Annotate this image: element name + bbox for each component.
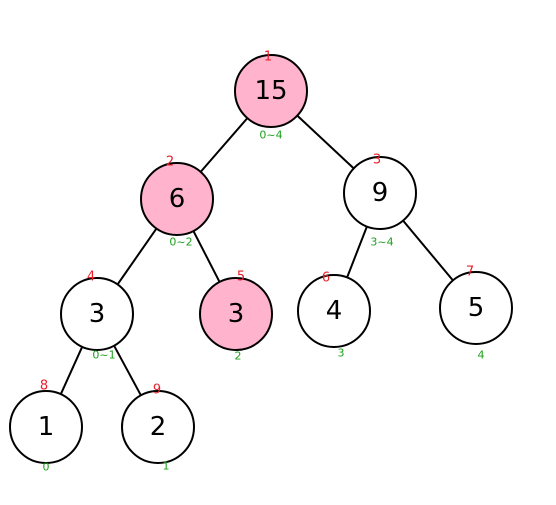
tree-node: 9 3 3~4 — [343, 153, 417, 249]
tree-node: 1 8 0 — [9, 379, 83, 474]
node-index-label: 5 — [237, 270, 245, 285]
node-range-label: 0~4 — [259, 129, 282, 142]
node-range-label: 3~4 — [370, 236, 393, 249]
node-index-label: 6 — [322, 271, 330, 286]
node-circle-highlighted — [140, 162, 214, 236]
node-range-label: 0~1 — [92, 349, 115, 362]
tree-edges — [59, 114, 454, 396]
tree-edge — [59, 346, 84, 395]
node-range-label: 1 — [163, 460, 170, 473]
node-value: 1 — [38, 412, 55, 442]
node-value: 2 — [150, 412, 167, 442]
node-circle — [297, 274, 371, 348]
node-value: 3 — [89, 299, 106, 329]
tree-edge — [346, 226, 368, 278]
node-value: 6 — [169, 184, 186, 214]
node-circle-highlighted — [199, 277, 273, 351]
node-index-label: 7 — [466, 265, 474, 280]
tree-node: 6 2 0~2 — [140, 155, 214, 249]
node-circle-highlighted — [234, 54, 308, 128]
tree-node: 3 4 0~1 — [60, 270, 134, 362]
node-range-label: 3 — [338, 347, 345, 360]
tree-edge — [402, 219, 454, 282]
node-value: 15 — [254, 76, 287, 106]
tree-edge — [296, 114, 355, 170]
tree-node: 4 6 3 — [297, 271, 371, 360]
node-circle — [121, 390, 195, 464]
node-circle — [60, 277, 134, 351]
tree-edge — [113, 345, 142, 396]
tree-nodes: 15 1 0~4 6 2 0~2 9 3 3~4 3 4 0~1 3 5 2 4 6 3 5 7 4 1 8 0 2 9 1 — [9, 50, 513, 474]
node-index-label: 4 — [87, 270, 95, 285]
node-range-label: 2 — [235, 350, 242, 363]
node-index-label: 9 — [153, 383, 161, 398]
node-index-label: 3 — [373, 153, 381, 168]
node-range-label: 4 — [478, 349, 485, 362]
node-range-label: 0 — [43, 461, 50, 474]
node-circle — [439, 271, 513, 345]
tree-node: 5 7 4 — [439, 265, 513, 362]
node-value: 9 — [372, 178, 389, 208]
node-circle — [9, 390, 83, 464]
tree-node: 3 5 2 — [199, 270, 273, 363]
node-value: 5 — [468, 293, 485, 323]
node-index-label: 2 — [166, 155, 174, 170]
node-circle — [343, 156, 417, 230]
tree-edge — [199, 117, 249, 173]
node-index-label: 1 — [264, 50, 272, 65]
node-range-label: 0~2 — [169, 236, 192, 249]
tree-node: 15 1 0~4 — [234, 50, 308, 142]
node-value: 3 — [228, 299, 245, 329]
tree-edge — [116, 227, 158, 286]
tree-node: 2 9 1 — [121, 383, 195, 473]
node-value: 4 — [326, 296, 343, 326]
tree-edge — [192, 230, 221, 283]
node-index-label: 8 — [40, 379, 48, 394]
